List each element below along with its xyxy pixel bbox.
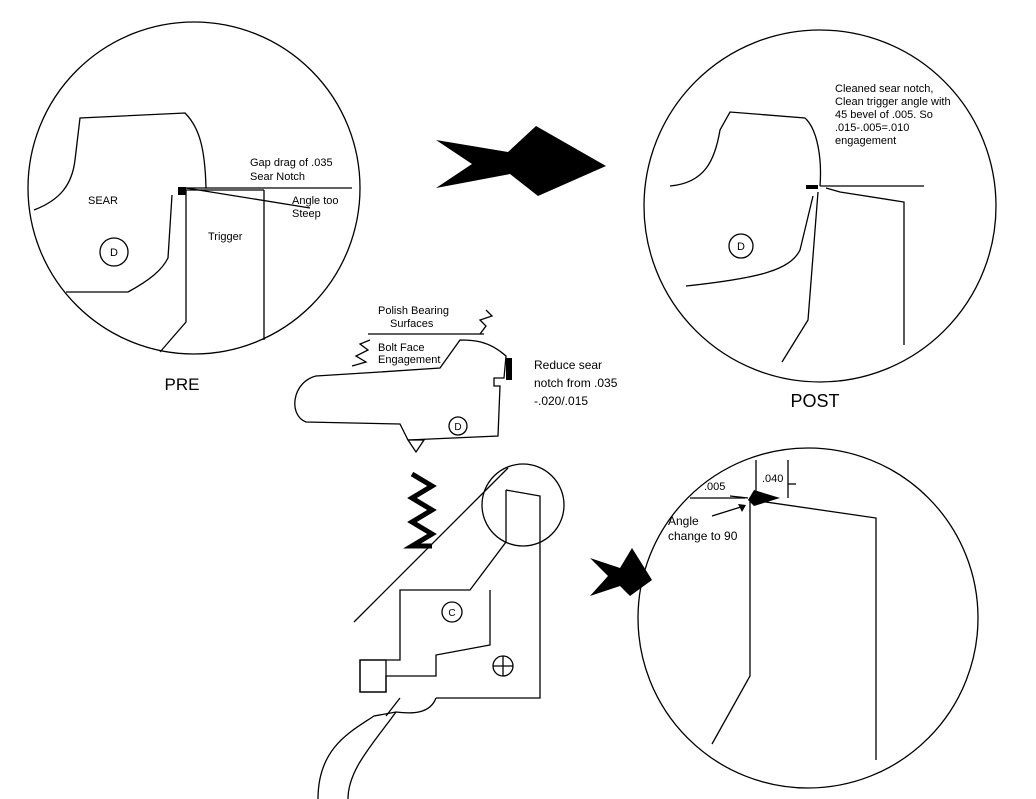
post-sear-outline (669, 111, 822, 187)
trigger-finger-outline (347, 697, 401, 799)
pre-sear-outline (33, 112, 207, 211)
bolt-face-label-line1: Bolt Face (378, 342, 424, 354)
detail-angle-leader (711, 505, 745, 517)
small-right-arrow-icon (590, 548, 652, 596)
detail-angle-label-line1: Angle (668, 514, 699, 528)
pre-trigger-angle-line (185, 187, 311, 209)
pre-gap-label-line2: Sear Notch (250, 171, 305, 183)
sear-notch-highlight (506, 358, 512, 380)
post-d-pin (728, 233, 754, 259)
polish-break-mark (478, 309, 494, 335)
pre-trigger-left-edge (159, 190, 187, 353)
pre-circle-outline (27, 21, 361, 355)
pre-sear-notch (178, 187, 186, 195)
trigger-c-pin-label: C (448, 608, 455, 619)
sear-d-pin (448, 416, 468, 436)
detail-bevel-notch (748, 490, 780, 506)
trigger-lower-outline (317, 697, 437, 799)
post-note-line-1: Cleaned sear notch, (835, 83, 933, 95)
pre-angle-label-line1: Angle too (292, 195, 338, 207)
reduce-label-line1: Reduce sear (534, 358, 602, 372)
pre-gap-label-line1: Gap drag of .035 (250, 157, 333, 169)
detail-dim-040-label: .040 (762, 473, 783, 485)
post-note-line-2: Clean trigger angle with (835, 96, 951, 108)
pre-sear-lower-outline (66, 194, 173, 293)
post-note-line-3: 45 bevel of .005. So (835, 109, 933, 121)
trigger-guide-line (353, 467, 509, 623)
big-right-arrow-icon (436, 126, 606, 196)
post-note-line-5: engagement (835, 135, 896, 147)
post-title: POST (790, 391, 839, 411)
polish-label-line2: Surfaces (390, 318, 434, 330)
post-detail-circle: D Cleaned sear notch, Clean trigger angl… (643, 29, 997, 383)
spring-zigzag (402, 471, 437, 549)
post-note-line-4: .015-.005=.010 (835, 122, 909, 134)
trigger-body-left (359, 490, 507, 693)
reduce-label-line2: notch from .035 (534, 376, 618, 390)
pre-detail-circle: D SEAR Trigger Gap drag of .035 Sear Not… (27, 21, 361, 355)
detail-trigger-left-edge (711, 500, 751, 745)
sear-d-pin-label: D (454, 422, 461, 433)
pre-sear-label: SEAR (88, 195, 118, 207)
pre-title: PRE (165, 375, 200, 394)
trigger-body-right (436, 489, 541, 699)
pre-d-pin (99, 237, 129, 267)
center-assembly: D Polish Bearing Surfaces Bolt Face Enga… (294, 305, 618, 799)
detail-circle-outline (637, 447, 979, 789)
sear-spring-tip (406, 439, 426, 454)
post-trigger-right-edge (825, 187, 905, 345)
detail-dim-005-label: .005 (704, 481, 725, 493)
pre-angle-label-line2: Steep (292, 208, 321, 220)
trigger-block (359, 659, 387, 693)
post-sear-notch (806, 185, 818, 189)
detail-dim-005-leader (729, 495, 749, 499)
bolt-face-break-mark (351, 339, 371, 367)
pre-trigger-label: Trigger (208, 231, 243, 243)
detail-trigger-right-edge (751, 499, 877, 760)
detail-angle-arrowhead (738, 504, 746, 512)
post-d-pin-label: D (737, 241, 745, 253)
detail-angle-label-line2: change to 90 (668, 529, 738, 543)
trigger-detail-focus-circle (481, 463, 565, 547)
reduce-label-line3: -.020/.015 (534, 394, 588, 408)
angle-detail-circle: .005 .040 Angle change to 90 (637, 447, 979, 789)
post-circle-outline (643, 29, 997, 383)
pre-d-pin-label: D (110, 247, 118, 259)
polish-label-line1: Polish Bearing (378, 305, 449, 317)
bolt-face-label-line2: Engagement (378, 354, 440, 366)
post-trigger-left-edge (781, 191, 819, 363)
post-sear-lower-outline (685, 195, 814, 287)
trigger-c-pin (441, 601, 463, 623)
